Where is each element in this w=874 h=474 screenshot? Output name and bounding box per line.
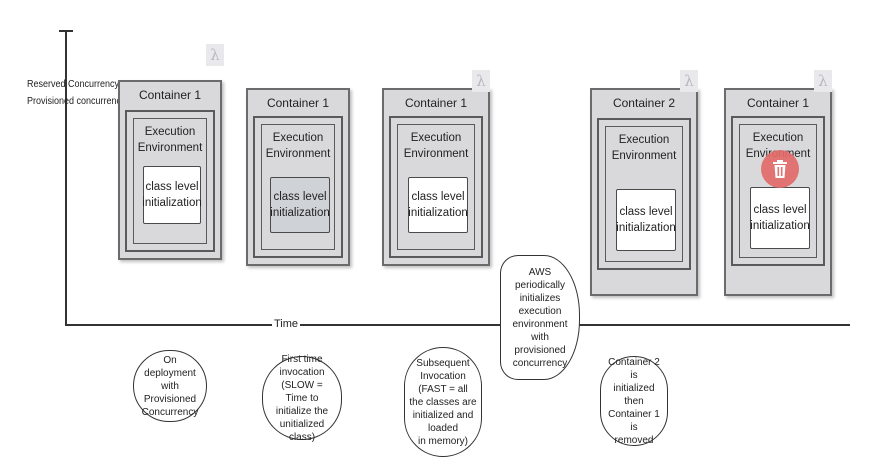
container-title: Container 2 (612, 96, 676, 110)
lambda-icon: λ (472, 70, 490, 92)
reserved-concurrency-label: Reserved Concurrency =1 (27, 79, 132, 90)
trash-icon (761, 150, 799, 188)
time-axis (65, 324, 850, 326)
vertical-axis (65, 30, 67, 326)
lambda-icon: λ (206, 44, 224, 66)
lambda-icon: λ (814, 70, 832, 92)
aws-provisioning-note: AWS periodically initializes execution e… (500, 255, 580, 380)
container-title: Container 1 (266, 96, 330, 110)
time-axis-label: Time (272, 318, 301, 330)
container-title: Container 1 (404, 96, 468, 110)
container-title: Container 1 (746, 96, 810, 110)
provisioned-concurrency-label: Provisioned concurrency =1 (27, 96, 139, 107)
vertical-axis-cap (59, 30, 73, 32)
container-title: Container 1 (138, 88, 202, 102)
concurrency-labels: Reserved Concurrency =1 Provisioned conc… (27, 76, 151, 110)
lambda-icon: λ (680, 70, 698, 92)
